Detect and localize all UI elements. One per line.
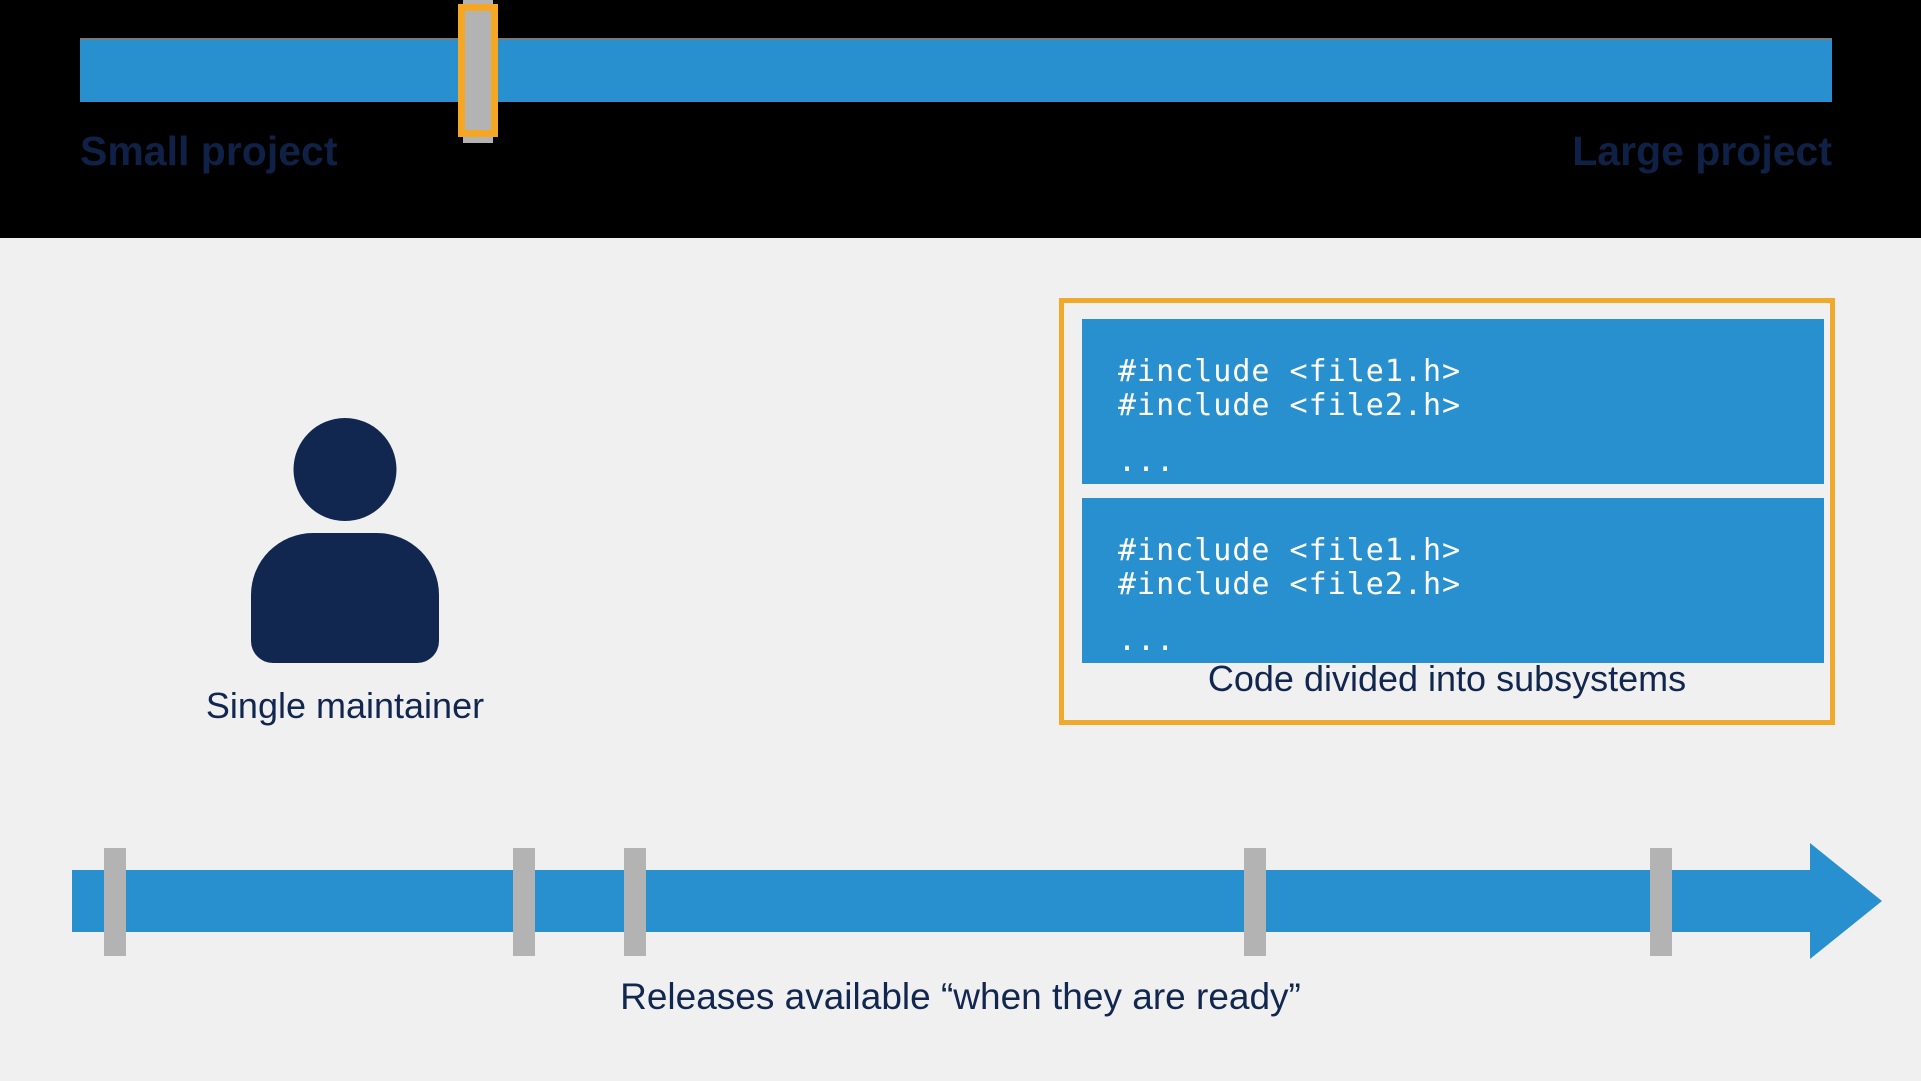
code-line: #include <file2.h> — [1118, 388, 1462, 423]
code-box: #include <file1.h> #include <file2.h> ..… — [1082, 319, 1824, 484]
scale-label-small-project: Small project — [80, 128, 338, 174]
timeline-tick — [513, 848, 535, 956]
timeline-tick — [624, 848, 646, 956]
code-spacer — [1118, 423, 1824, 445]
person-icon — [251, 418, 439, 663]
release-timeline-caption: Releases available “when they are ready” — [620, 976, 1301, 1017]
project-scale-handle-highlight — [458, 4, 498, 137]
code-line: #include <file1.h> — [1118, 533, 1462, 568]
subsystems-highlight-box: #include <file1.h> #include <file2.h> ..… — [1059, 298, 1835, 725]
code-line: #include <file1.h> — [1118, 354, 1462, 389]
release-timeline — [0, 838, 1921, 968]
scale-label-large-project: Large project — [1572, 128, 1832, 174]
timeline-tick — [1650, 848, 1672, 956]
code-ellipsis: ... — [1118, 623, 1176, 658]
code-spacer — [1118, 602, 1824, 624]
subsystems-caption: Code divided into subsystems — [1207, 658, 1687, 699]
timeline-arrowhead-icon — [1810, 843, 1882, 959]
code-box: #include <file1.h> #include <file2.h> ..… — [1082, 498, 1824, 663]
timeline-shaft — [72, 870, 1816, 932]
code-line: #include <file2.h> — [1118, 567, 1462, 602]
single-maintainer-caption: Single maintainer — [205, 685, 485, 726]
project-scale-track[interactable] — [80, 38, 1832, 102]
main-content-area: Single maintainer #include <file1.h> #in… — [0, 238, 1921, 1081]
timeline-tick — [104, 848, 126, 956]
code-ellipsis: ... — [1118, 444, 1176, 479]
project-scale-band: Small project Large project — [0, 0, 1921, 238]
single-maintainer-block: Single maintainer — [150, 418, 540, 727]
project-scale-handle[interactable] — [463, 0, 493, 143]
person-icon-head — [293, 418, 397, 521]
timeline-tick — [1244, 848, 1266, 956]
person-icon-body — [251, 533, 439, 663]
